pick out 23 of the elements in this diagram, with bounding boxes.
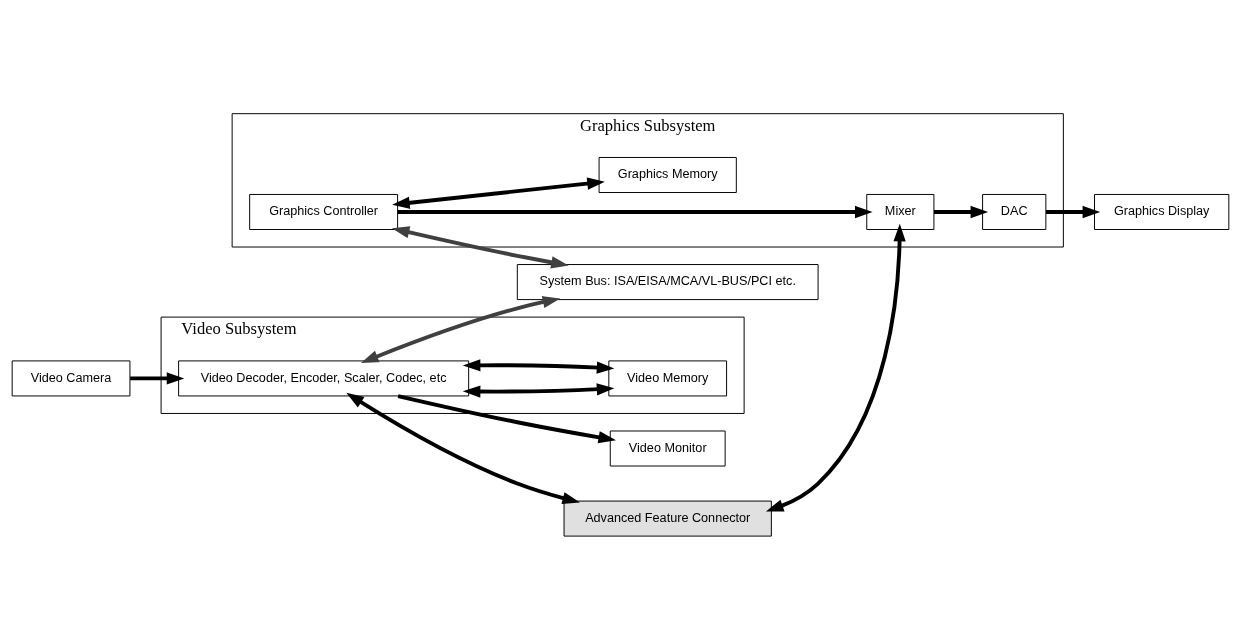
node-box: Graphics Memory [598,156,737,193]
arrow [397,393,616,443]
node-box: Advanced Feature Connector [563,500,772,537]
arrow [130,371,185,385]
node-box: Graphics Display [1094,193,1230,230]
node-box: DAC [982,193,1047,230]
node-box: Graphics Controller [249,193,399,230]
node-box: Video Decoder, Encoder, Scaler, Codec, etc [178,359,470,396]
arrow [397,205,873,218]
node-box: Video Memory [608,359,728,396]
node-box: Mixer [866,193,935,230]
arrow [392,176,605,209]
arrow [360,295,561,363]
arrow [934,205,989,218]
node-box: System Bus: ISA/EISA/MCA/VL-BUS/PCI etc. [516,263,819,300]
arrow [1046,205,1101,218]
arrow [765,223,906,511]
arrow [391,225,569,268]
arrow [462,358,615,374]
node-box: Video Camera [11,359,131,396]
arrow [346,392,581,504]
node-box: Video Monitor [609,430,726,466]
arrow [462,382,615,398]
